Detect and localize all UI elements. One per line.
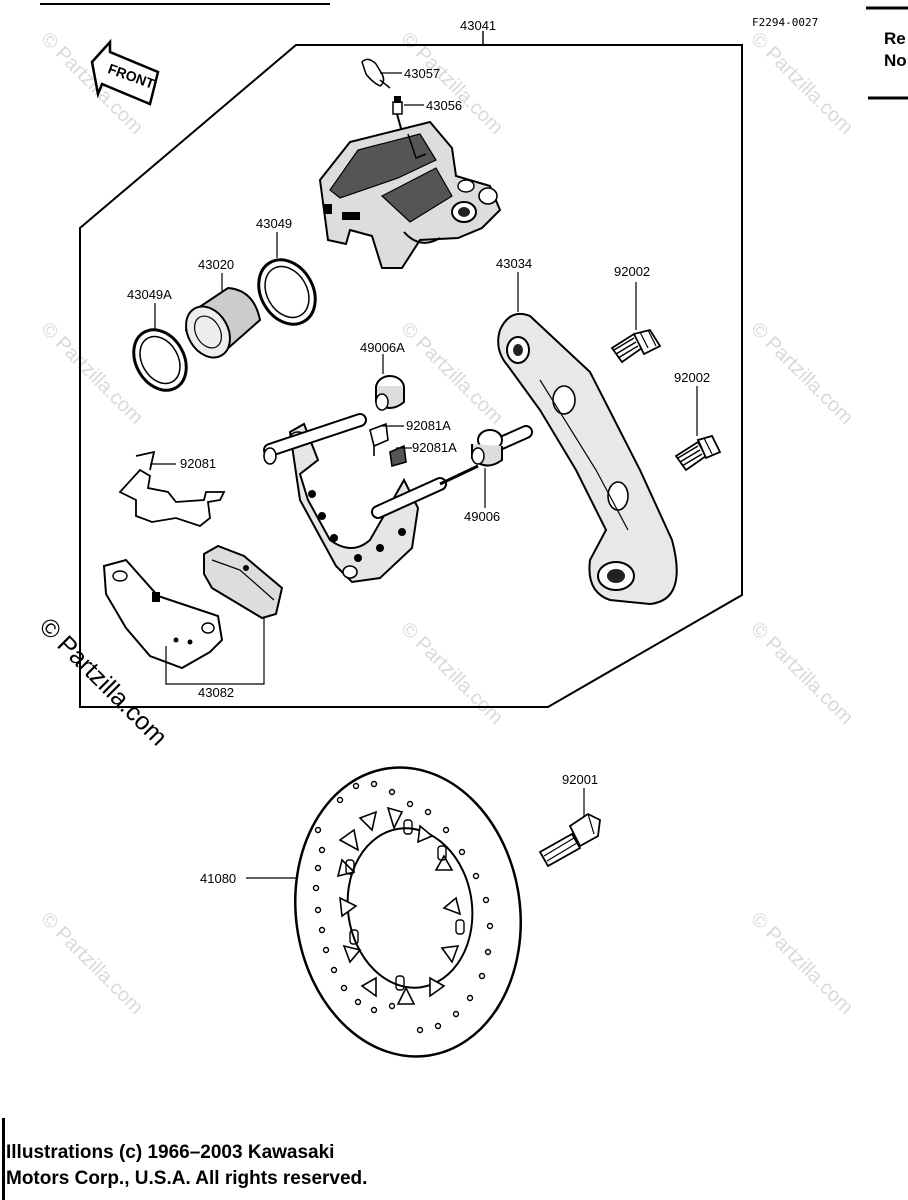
label-92081A-lower: 92081A — [412, 440, 457, 455]
seal-43049 — [257, 258, 317, 326]
watermark: © Partzilla.com — [396, 618, 507, 729]
boot-49006A — [375, 375, 405, 411]
slide-pin-lower — [371, 464, 479, 519]
label-43020: 43020 — [198, 257, 234, 272]
seal-43049A — [132, 328, 188, 392]
label-43034: 43034 — [496, 256, 532, 271]
label-92081A-upper: 92081A — [406, 418, 451, 433]
watermark: © Partzilla.com — [396, 318, 507, 429]
left-bar — [2, 1118, 5, 1200]
label-43082: 43082 — [198, 685, 234, 700]
pad-spring-92081 — [118, 450, 226, 528]
slide-pin-upper — [263, 413, 367, 465]
watermark: © Partzilla.com — [746, 318, 857, 429]
brake-disc-41080 — [294, 766, 522, 1058]
label-49006A: 49006A — [360, 340, 405, 355]
watermark: © Partzilla.com — [36, 318, 147, 429]
label-92081: 92081 — [180, 456, 216, 471]
side-text-line1: Re — [884, 29, 906, 48]
bolt-92002-lower — [674, 434, 722, 472]
boot-49006 — [471, 429, 503, 467]
figure-code: F2294-0027 — [752, 16, 818, 29]
leader-43082 — [165, 618, 265, 685]
torque-link-43034 — [497, 312, 678, 606]
label-43041: 43041 — [460, 18, 496, 33]
brake-pad-front — [203, 544, 284, 620]
clip-92081A-lower — [389, 444, 407, 468]
bleed-cap-43057 — [361, 58, 391, 89]
copyright-line2: Motors Corp., U.S.A. All rights reserved… — [6, 1168, 368, 1189]
caliper-body — [318, 120, 502, 269]
label-43057: 43057 — [404, 66, 440, 81]
copyright-line1: Illustrations (c) 1966–2003 Kawasaki — [6, 1142, 335, 1163]
assembly-outline — [79, 44, 743, 708]
label-92001: 92001 — [562, 772, 598, 787]
label-92002-upper: 92002 — [614, 264, 650, 279]
piston-43020 — [184, 286, 262, 359]
watermark: © Partzilla.com — [746, 908, 857, 1019]
watermark: © Partzilla.com — [36, 908, 147, 1019]
side-text: Re No — [884, 28, 907, 72]
label-43049: 43049 — [256, 216, 292, 231]
label-43049A: 43049A — [127, 287, 172, 302]
label-41080: 41080 — [200, 871, 236, 886]
clip-92081A-upper — [369, 422, 389, 456]
bolt-92001 — [538, 812, 601, 868]
brake-pad-rear — [102, 558, 224, 670]
watermark: © Partzilla.com — [746, 618, 857, 729]
bleed-valve-43056 — [392, 96, 403, 133]
side-text-line2: No — [884, 51, 907, 70]
label-43056: 43056 — [426, 98, 462, 113]
bolt-92002-upper — [610, 328, 662, 364]
copyright-notice: Illustrations (c) 1966–2003 Kawasaki Mot… — [6, 1140, 367, 1192]
watermark: © Partzilla.com — [746, 28, 857, 139]
label-49006: 49006 — [464, 509, 500, 524]
label-92002-lower: 92002 — [674, 370, 710, 385]
